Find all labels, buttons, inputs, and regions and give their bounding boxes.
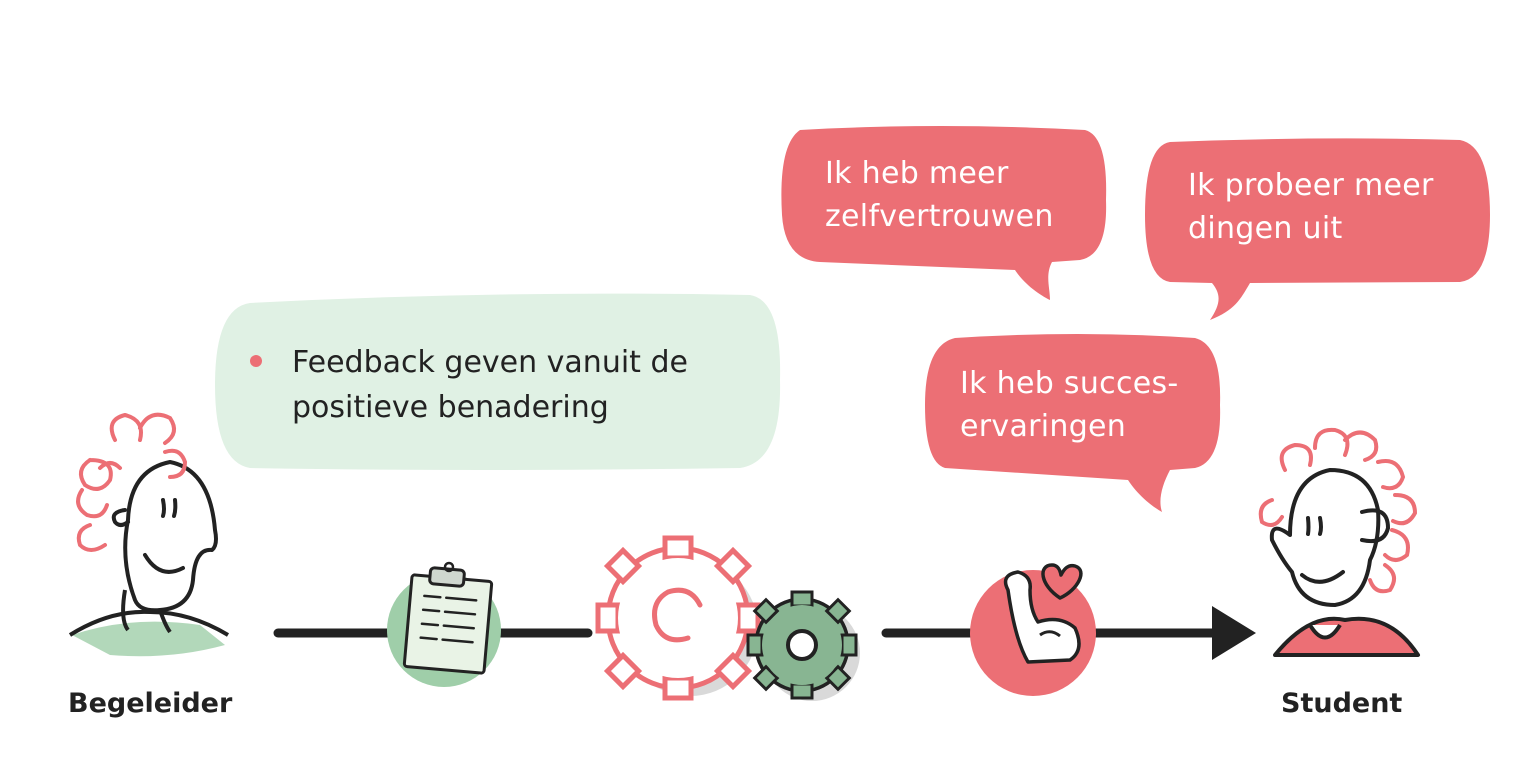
feedback-box-shape	[215, 293, 781, 470]
muscle-heart-icon	[970, 563, 1096, 696]
begeleider-figure	[68, 412, 230, 657]
bubble-shape-try	[1145, 138, 1490, 320]
bullet-dot	[250, 355, 262, 367]
student-figure	[1258, 427, 1420, 657]
begeleider-label: Begeleider	[68, 688, 233, 719]
bubble-shape-success	[925, 334, 1221, 512]
clipboard-icon	[387, 561, 501, 687]
feedback-item: Feedback geven vanuit de positieve benad…	[292, 345, 688, 425]
bubble-text-confidence: Ik heb meer zelfvertrouwen	[825, 156, 1054, 234]
bubble-text-success: Ik heb succes-ervaringen	[960, 366, 1179, 444]
gears-icon	[595, 535, 860, 701]
arrow-icon	[1212, 606, 1256, 660]
student-label: Student	[1281, 688, 1403, 719]
bubble-text-try: Ik probeer meer dingen uit	[1188, 168, 1434, 246]
bubble-shape-confidence	[781, 126, 1107, 300]
